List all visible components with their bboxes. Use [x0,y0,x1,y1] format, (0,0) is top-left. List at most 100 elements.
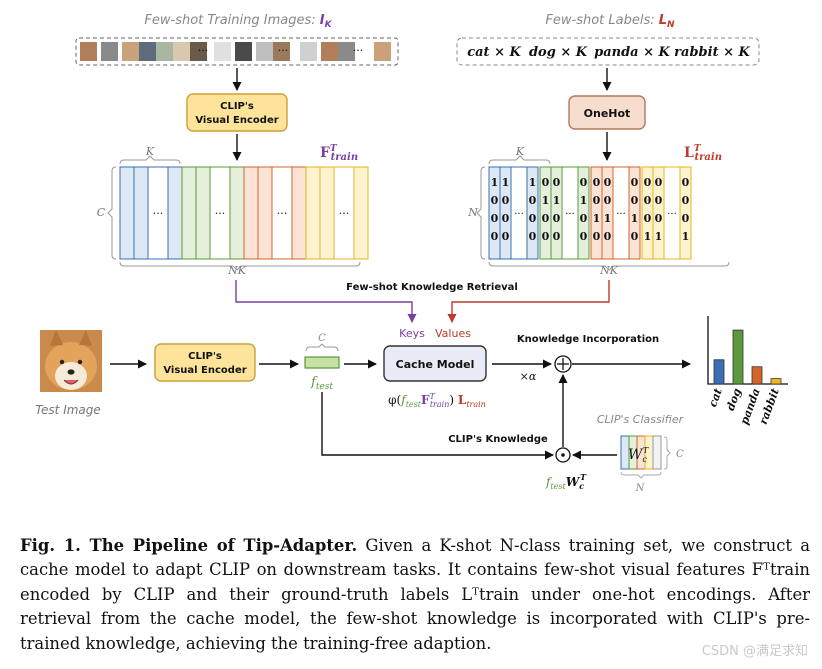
feature-column [291,166,307,260]
caption-lead: Fig. 1. The Pipeline of Tip-Adapter. [20,536,358,555]
label-dots: ··· [565,209,575,220]
onehot-digit: 0 [553,176,561,189]
features-c-label: C [97,206,106,219]
onehot-digit: 0 [644,194,652,207]
thumbnail-ellipsis: ··· [353,44,364,57]
features-nk-label: NK [227,264,247,277]
labels-nk-brace [488,261,730,271]
test-image-label: Test Image [35,403,101,417]
onehot-digit: 0 [529,230,537,243]
features-k-brace [119,155,181,165]
labels-n-label: N [467,206,478,219]
image-strip-box [75,37,399,66]
onehot-digit: 0 [553,230,561,243]
onehot-digit: 1 [529,176,537,189]
onehot-digit: 1 [644,230,652,243]
onehot-digit: 1 [502,176,510,189]
labels-k-brace [488,155,551,165]
onehot-digit: 0 [655,212,663,225]
thumbnail [156,42,173,61]
keys-label: Keys [399,327,425,340]
features-k-label: K [145,145,155,158]
feature-column [133,166,149,260]
bar-cat [713,359,725,385]
onehot-digit: 1 [542,194,550,207]
onehot-digit: 1 [580,194,588,207]
clip-visual-encoder-bottom [154,343,256,382]
onehot-digit: 0 [502,230,510,243]
classifier-symbol: WcT [628,446,649,464]
ftest-to-dot-line [321,392,554,460]
thumbnail [122,42,139,61]
onehot-digit: 1 [631,212,639,225]
thumbnail [374,42,391,61]
tick-label-dog: dog [724,386,744,412]
thumbnail-ellipsis: ··· [278,44,289,57]
onehot-digit: 0 [682,176,690,189]
classifier-c-brace [663,436,671,470]
label-column [652,166,665,260]
feature-dots: ··· [215,207,226,220]
onehot-digit: 1 [491,176,499,189]
knowledge-incorporation-label: Knowledge Incorporation [517,334,659,345]
label-cat: cat × K [467,45,521,60]
labels-nk-label: NK [599,264,619,277]
onehot-digit: 0 [631,230,639,243]
thumbnail [173,42,190,61]
onehot-digit: 1 [682,230,690,243]
features-matrix: ············ [107,155,369,271]
ftest-label: ftest [310,375,333,392]
onehot-digit: 1 [604,212,612,225]
onehot-digit: 0 [502,194,510,207]
label-dots: ··· [514,209,524,220]
label-column [601,166,614,260]
ftest-c-label: C [318,333,326,344]
labels-matrix: ···100010001000···010001000100···0010001… [476,155,730,271]
onehot-digit: 0 [491,230,499,243]
feature-column [167,166,183,260]
onehot-label: OneHot [584,107,631,120]
keys-retrieval-line [235,280,417,323]
onehot-box [568,95,646,130]
thumbnail [214,42,231,61]
feature-column [257,166,273,260]
onehot-digit: 0 [502,212,510,225]
features-c-brace [107,166,117,260]
labels-n-brace [476,166,486,260]
watermark: CSDN @满足求知 [701,644,808,659]
onehot-digit: 0 [491,212,499,225]
onehot-digit: 0 [644,176,652,189]
onehot-digit: 0 [682,212,690,225]
values-label: Values [435,327,471,340]
feature-dots: ··· [277,207,288,220]
thumbnail [273,42,290,61]
onehot-digit: 0 [604,230,612,243]
tick-label-cat: cat [706,387,725,409]
onehot-digit: 0 [542,212,550,225]
thumbnail [321,42,338,61]
encoder-top-line2: Visual Encoder [195,115,278,126]
onehot-digit: 0 [644,212,652,225]
alpha-label: ×α [520,370,537,383]
onehot-digit: 1 [655,230,663,243]
label-column [628,166,641,260]
thumbnail [139,42,156,61]
onehot-digit: 0 [593,194,601,207]
thumbnail [190,42,207,61]
thumbnail [235,42,252,61]
onehot-digit: 0 [542,230,550,243]
label-dots: ··· [616,209,626,220]
onehot-digit: 0 [655,194,663,207]
thumbnail [338,42,355,61]
onehot-digit: 0 [529,212,537,225]
onehot-digit: 1 [553,194,561,207]
encoder-top-line1: CLIP's [220,101,254,112]
onehot-digit: 0 [593,230,601,243]
label-panda: panda × K [594,45,670,60]
bar-panda [751,366,763,385]
clip-knowledge-label: CLIP's Knowledge [448,434,548,445]
